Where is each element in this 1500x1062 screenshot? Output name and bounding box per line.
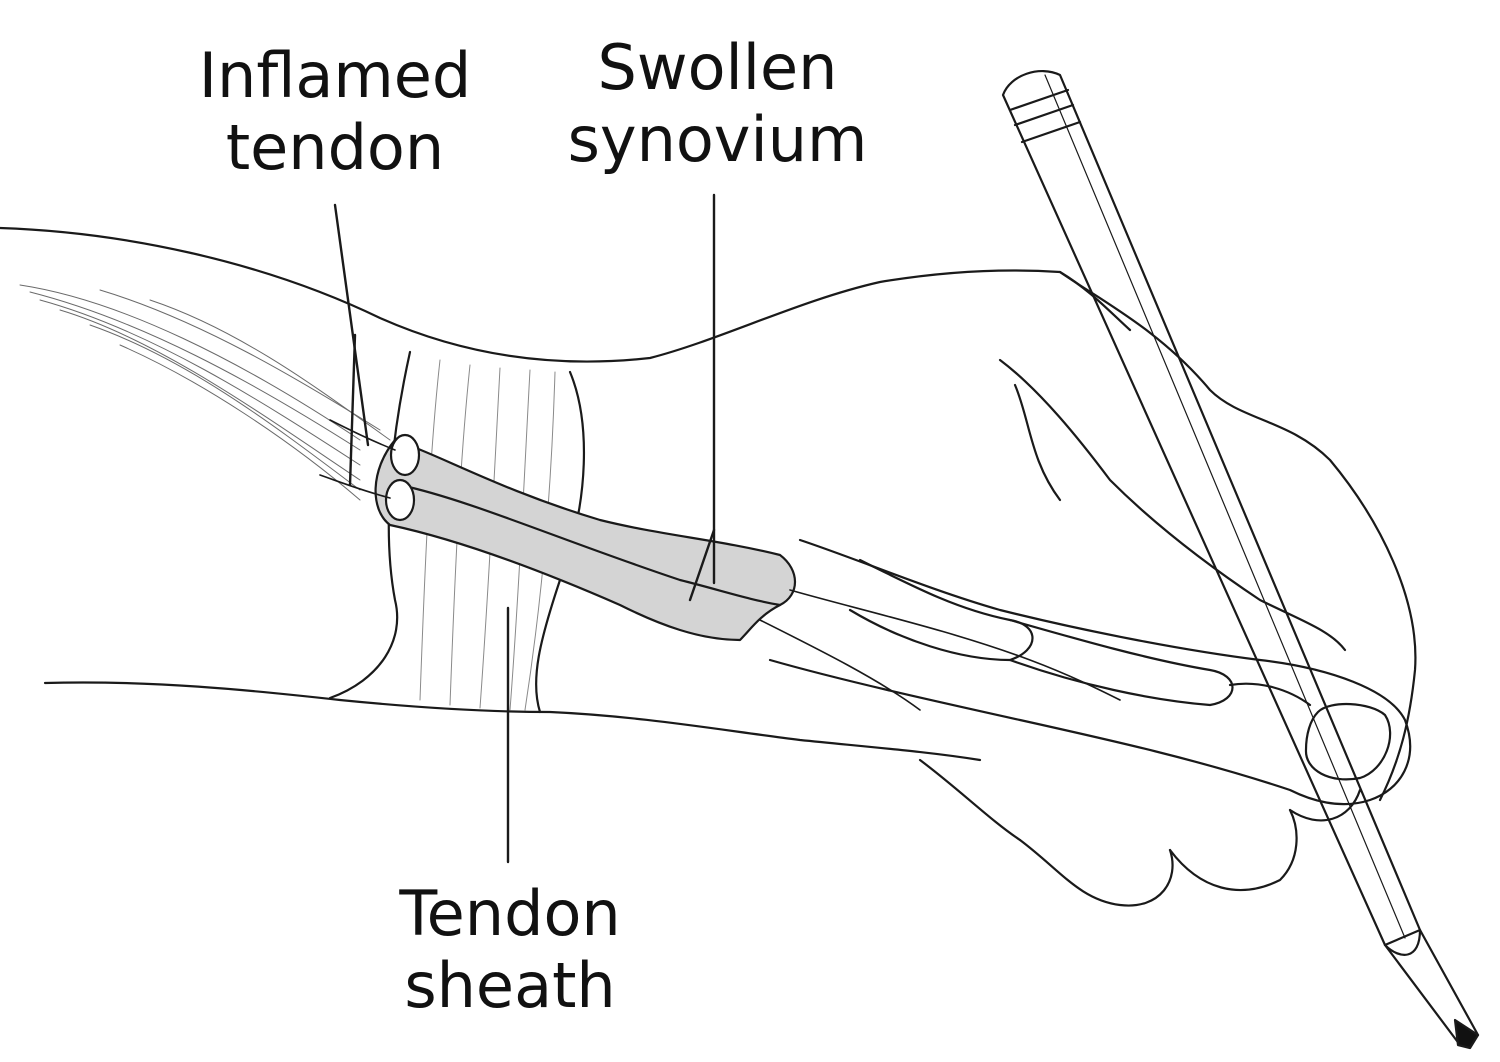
label-tendon-sheath-line1: Tendon [399,877,621,950]
label-swollen-synovium: Swollen synovium [545,32,890,176]
index-finger [998,358,1347,652]
palm-crease [918,758,1022,842]
label-inflamed-tendon-line1: Inflamed [198,39,472,112]
little-finger [1288,788,1362,822]
pencil-icon [1001,70,1480,1050]
label-inflamed-tendon: Inflamed tendon [170,40,500,184]
pencil-tip [1453,1018,1480,1050]
tendon-back-upper [329,419,396,451]
pencil-body [1001,70,1422,947]
label-tendon-sheath-line2: sheath [404,949,616,1022]
pencil-facet [1044,74,1406,939]
synovium-divider [398,483,782,607]
thumb-outline [768,538,1412,806]
proximal-phalanx [1008,618,1234,707]
pencil-sharpened [1383,928,1480,1047]
forearm-lower-edge [43,681,982,762]
metacarpal-bone [848,558,1034,662]
hand-back [1058,270,1417,802]
index-finger-knuckle [1013,383,1062,502]
label-swollen-synovium-line2: synovium [567,103,868,176]
leader-inflamed-tendon [333,203,370,447]
tendon-lower [759,619,921,711]
muscle-fibers [19,284,391,501]
sheath-left-edge [328,350,412,700]
ring-finger [1168,808,1298,892]
thumb-nail [1304,702,1392,781]
tendon-upper [789,589,1121,701]
label-swollen-synovium-line1: Swollen [597,31,838,104]
tendon-opening-lower [384,478,416,522]
forearm-upper-edge [0,226,1132,363]
middle-finger [1018,838,1174,907]
synovium-shape [374,438,796,642]
leader-swollen-synovium-branch [688,528,716,602]
leader-inflamed-tendon-branch [348,333,357,487]
label-inflamed-tendon-line2: tendon [225,111,445,184]
tendon-opening-upper [389,433,421,477]
tendon-back-lower [319,474,391,499]
distal-phalanx [1228,682,1312,707]
pencil-ferrule [1008,88,1082,144]
label-tendon-sheath: Tendon sheath [360,878,660,1022]
